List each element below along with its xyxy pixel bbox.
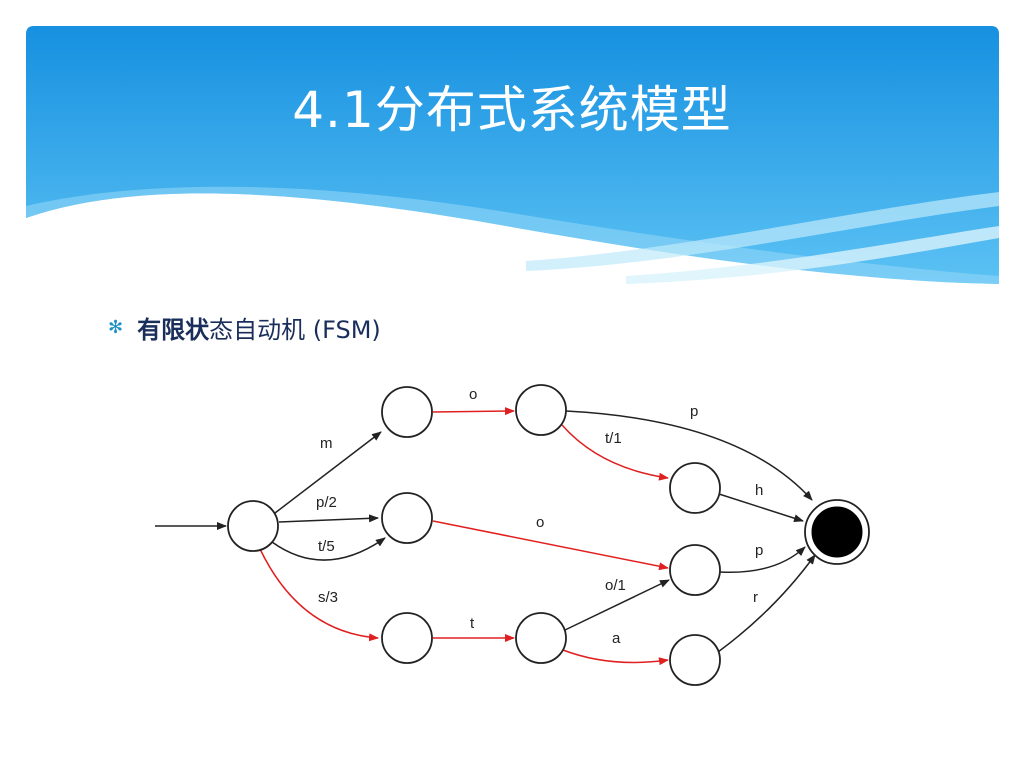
label-a: a bbox=[612, 630, 621, 647]
state-s bbox=[381, 612, 433, 664]
label-p-mid: p bbox=[755, 542, 763, 559]
bullet-bold-text: 有限状 bbox=[137, 316, 210, 344]
state-mot bbox=[669, 462, 721, 514]
state-mo bbox=[515, 384, 567, 436]
label-r: r bbox=[753, 589, 758, 606]
state-st bbox=[515, 612, 567, 664]
state-p bbox=[381, 492, 433, 544]
edge-o1 bbox=[564, 579, 670, 631]
label-o-mid: o bbox=[536, 514, 544, 531]
label-t5: t/5 bbox=[318, 538, 335, 555]
edge-h bbox=[718, 493, 804, 523]
label-o-top: o bbox=[469, 386, 477, 403]
edge-p-mid bbox=[719, 546, 806, 574]
label-t1: t/1 bbox=[605, 430, 622, 447]
edge-s3 bbox=[259, 548, 379, 642]
state-sta bbox=[669, 634, 721, 686]
label-p2: p/2 bbox=[316, 494, 337, 511]
label-p-top: p bbox=[690, 403, 698, 420]
edge-r bbox=[717, 554, 816, 653]
edge-o-mid bbox=[432, 520, 669, 571]
slide-title: 4.1分布式系统模型 bbox=[292, 81, 732, 139]
title-banner bbox=[26, 26, 999, 284]
asterisk-bullet-icon: ✻ bbox=[108, 317, 124, 338]
state-start bbox=[227, 500, 279, 552]
edge-t5 bbox=[271, 537, 386, 561]
label-t-bot: t bbox=[470, 615, 475, 632]
label-h: h bbox=[755, 482, 763, 499]
edge-t1 bbox=[561, 424, 669, 481]
bullet-item: ✻ 有限状 态自动机 (FSM) bbox=[108, 310, 381, 345]
state-final-inner bbox=[811, 506, 863, 558]
label-m: m bbox=[320, 435, 333, 452]
edge-m bbox=[274, 431, 382, 514]
edge-a bbox=[562, 649, 669, 666]
edge-o-top bbox=[432, 407, 515, 416]
state-m bbox=[381, 386, 433, 438]
label-o1: o/1 bbox=[605, 577, 626, 594]
edge-p-top bbox=[565, 410, 813, 501]
bullet-text: 态自动机 (FSM) bbox=[209, 316, 381, 344]
edge-p2 bbox=[278, 514, 379, 523]
state-po bbox=[669, 544, 721, 596]
label-s3: s/3 bbox=[318, 589, 338, 606]
